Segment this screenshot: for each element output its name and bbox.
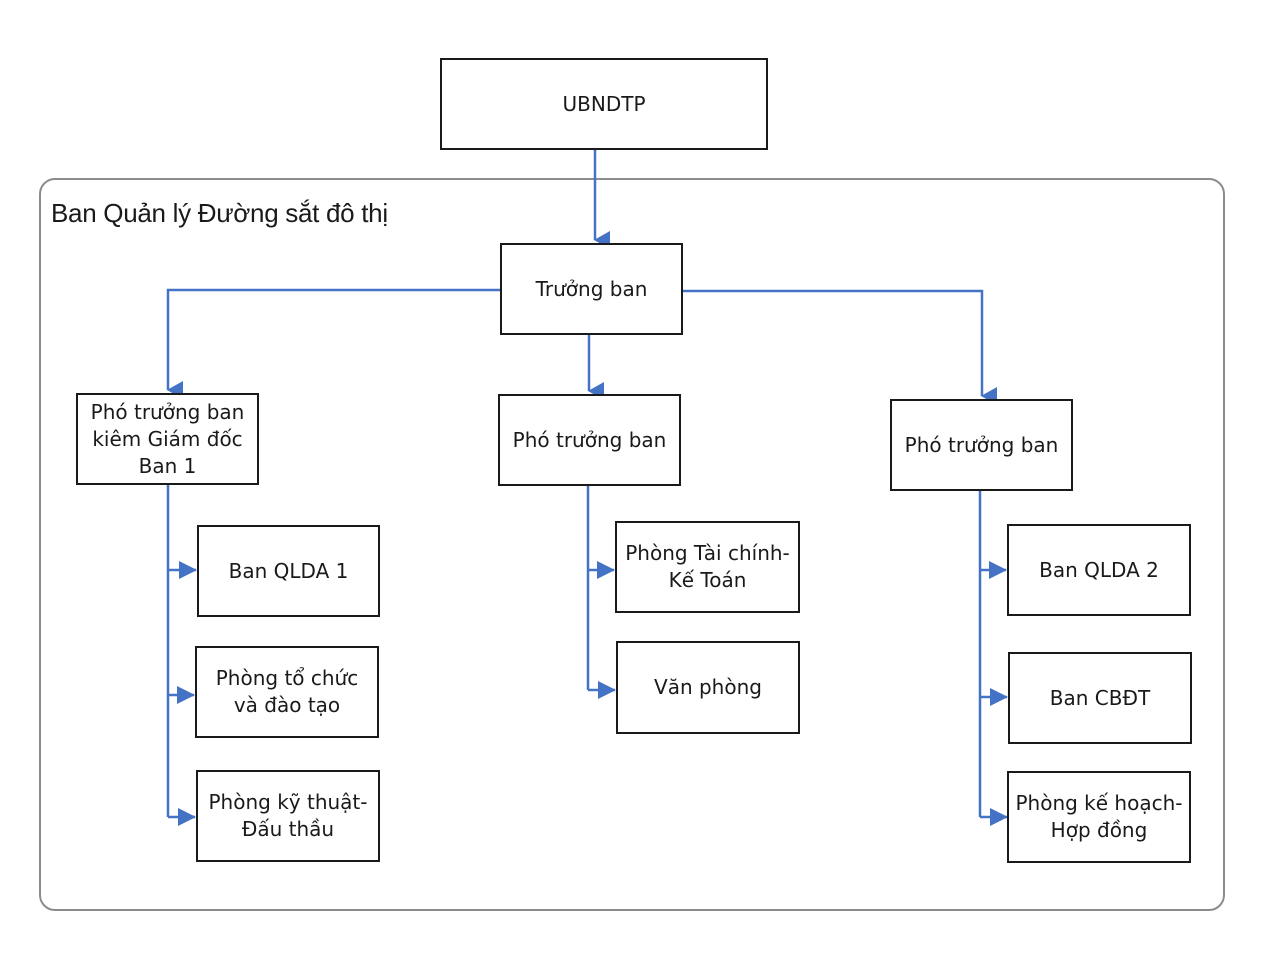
edge-truong-ban-pho-1 [166, 288, 500, 399]
frame-title: Ban Quản lý Đường sắt đô thị [51, 198, 388, 228]
node-van-phong: Văn phòng [616, 641, 800, 734]
node-phong-to-chuc-dao-tao: Phòng tổ chức và đào tạo [195, 646, 379, 738]
node-ban-cbdt: Ban CBĐT [1008, 652, 1192, 744]
node-pho-truong-ban-1: Phó trưởng ban kiêm Giám đốc Ban 1 [76, 393, 259, 485]
node-ban-qlda-2: Ban QLDA 2 [1007, 524, 1191, 616]
node-phong-ky-thuat-dau-thau: Phòng kỹ thuật-Đấu thầu [196, 770, 380, 862]
node-phong-tai-chinh-ke-toan: Phòng Tài chính-Kế Toán [615, 521, 800, 613]
organization-frame [39, 178, 1225, 911]
node-phong-ke-hoach-hop-dong: Phòng kế hoạch-Hợp đồng [1007, 771, 1191, 863]
node-truong-ban: Trưởng ban [500, 243, 683, 335]
node-pho-truong-ban-2: Phó trưởng ban [498, 394, 681, 486]
node-ban-qlda-1: Ban QLDA 1 [197, 525, 380, 617]
node-ubndtp: UBNDTP [440, 58, 768, 150]
edge-truong-ban-pho-3 [683, 289, 997, 405]
node-pho-truong-ban-3: Phó trưởng ban [890, 399, 1073, 491]
